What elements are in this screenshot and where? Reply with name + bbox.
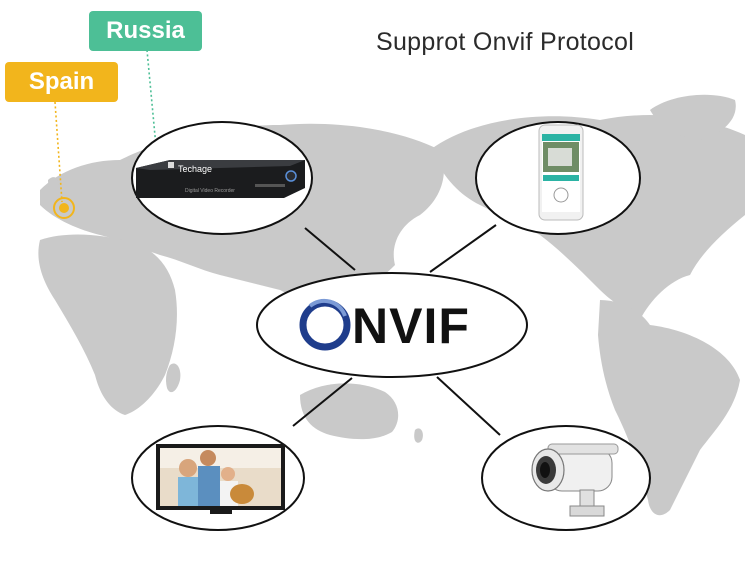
spain-tag: Spain	[5, 62, 118, 102]
smartphone	[538, 124, 584, 221]
page-title: Supprot Onvif Protocol	[376, 28, 635, 56]
nvr-brand-text: Techage	[178, 164, 212, 174]
phone-bubble	[475, 121, 641, 235]
tv-bubble	[131, 425, 305, 531]
new-zealand-shape	[414, 428, 423, 443]
uk-shape	[48, 177, 59, 193]
tag-leader-lines	[54, 49, 159, 203]
spain-location-marker	[53, 197, 75, 219]
nvr-bubble: Techage Digital Video Recorder	[131, 121, 313, 235]
madagascar-shape	[166, 363, 181, 393]
television	[156, 444, 285, 514]
africa-shape	[38, 234, 177, 415]
nvr-device: Techage Digital Video Recorder	[136, 160, 305, 198]
russia-tag: Russia	[89, 11, 202, 51]
onvif-logo: NVIF	[299, 298, 470, 354]
connector-lines	[292, 224, 501, 436]
greenland-shape	[650, 94, 736, 140]
onvif-bubble: NVIF	[256, 272, 528, 378]
onvif-logo-text: NVIF	[352, 298, 470, 354]
camera-bubble	[481, 425, 651, 531]
australia-shape	[300, 383, 399, 440]
nvr-subtitle-text: Digital Video Recorder	[185, 188, 235, 194]
south-america-shape	[598, 300, 740, 516]
bullet-camera	[531, 443, 619, 517]
